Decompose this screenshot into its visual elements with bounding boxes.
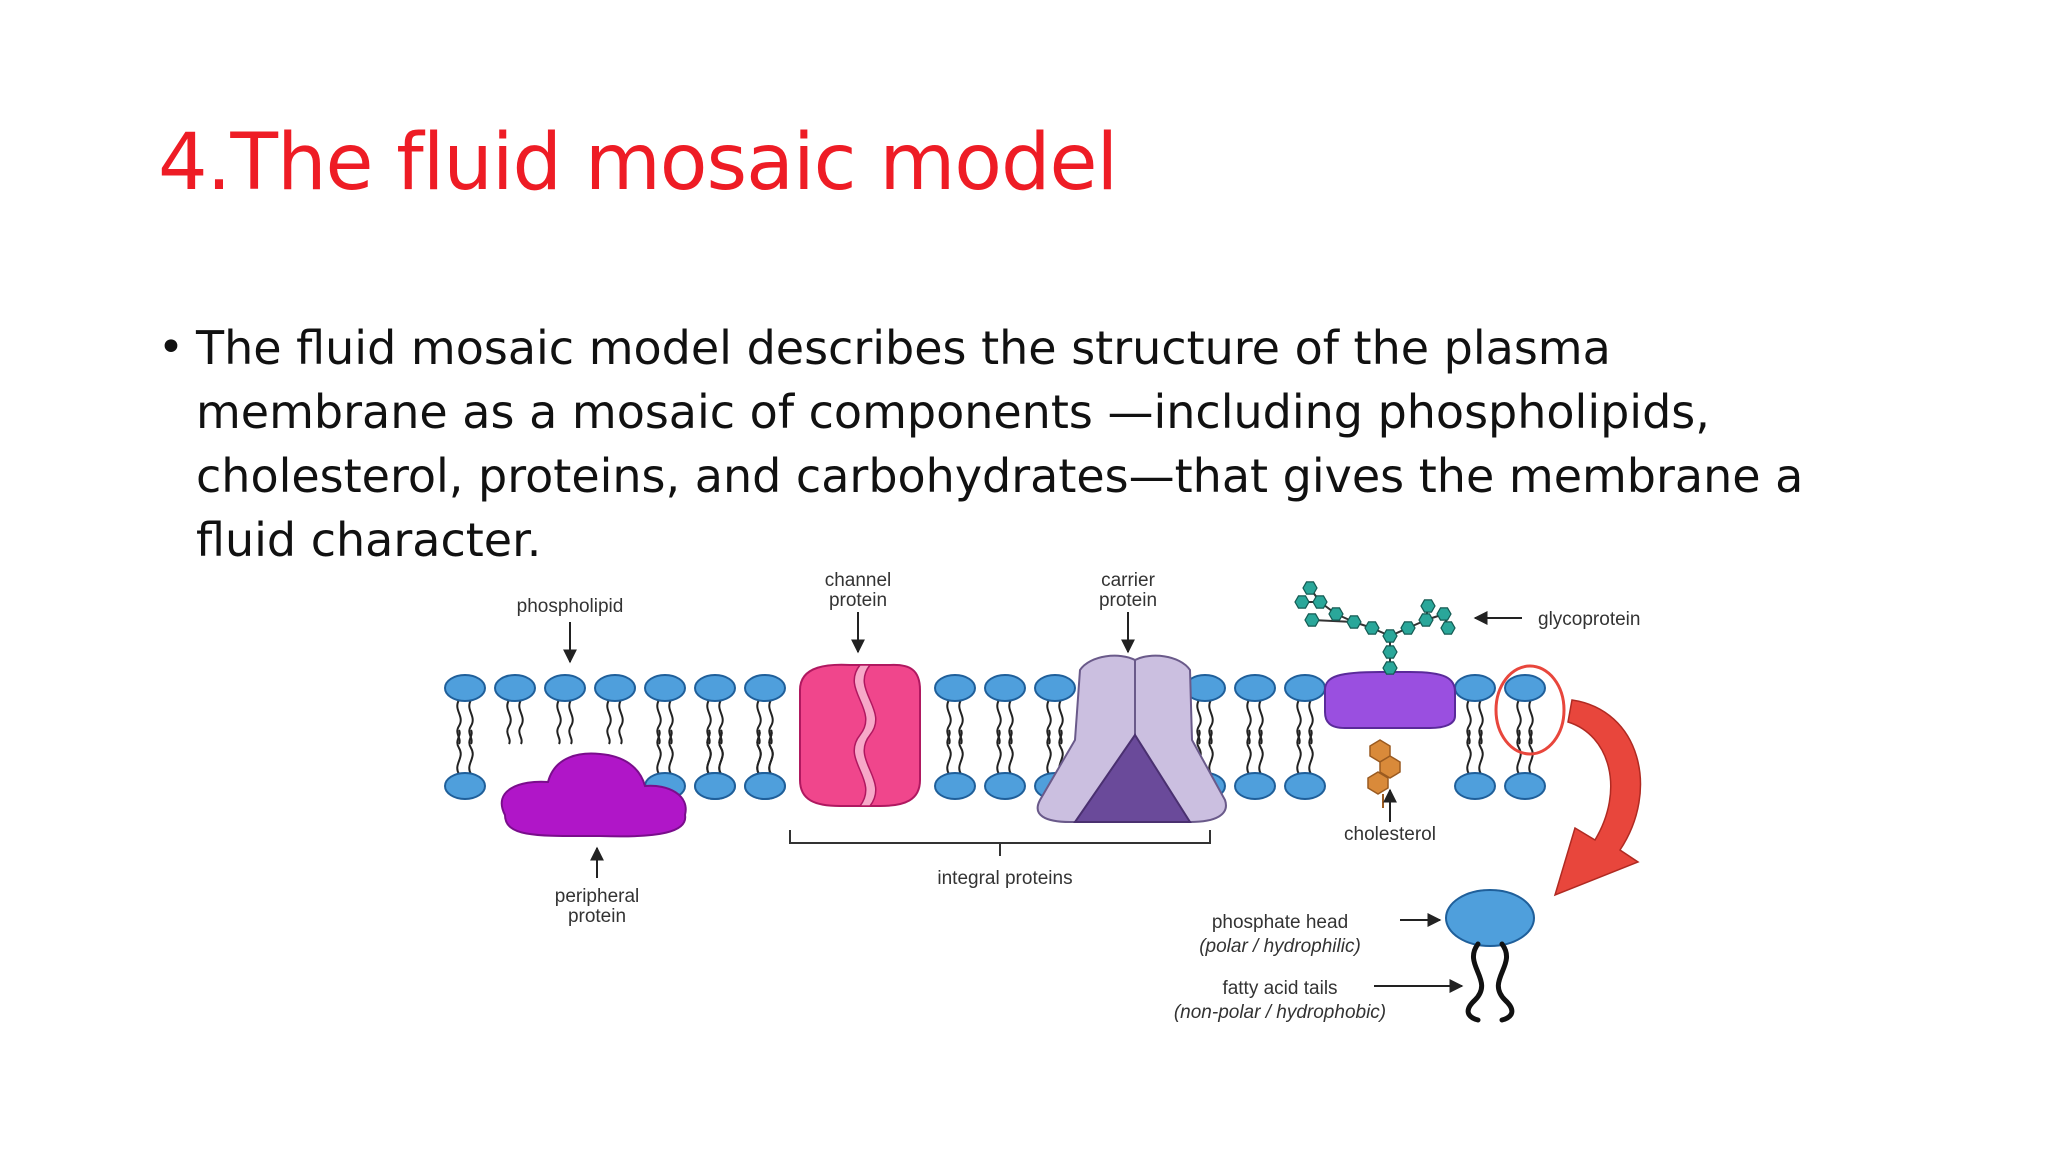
label-phosphate-head-note: (polar / hydrophilic)	[1199, 936, 1361, 957]
label-cholesterol: cholesterol	[1344, 824, 1436, 845]
peripheral-protein	[500, 752, 687, 838]
sugar-unit	[1436, 607, 1452, 621]
bullet-line: The fluid mosaic model describes the str…	[196, 321, 1611, 375]
slide-title: 4.The fluid mosaic model	[158, 118, 1118, 208]
sugar-unit	[1440, 621, 1456, 635]
phospholipid	[494, 674, 536, 745]
sugar-unit	[1418, 613, 1434, 627]
glyco-chain	[1294, 581, 1456, 675]
phospholipid	[1504, 729, 1546, 800]
phospholipid	[984, 729, 1026, 800]
highlight-circle	[1494, 664, 1566, 756]
phospholipid	[694, 729, 736, 800]
bullet-text: The fluid mosaic model describes the str…	[196, 316, 1918, 564]
label-peripheral-protein: protein	[568, 906, 626, 927]
phospholipid	[1504, 674, 1546, 745]
phospholipid	[1454, 729, 1496, 800]
phospholipid	[934, 729, 976, 800]
sugar-unit	[1382, 645, 1398, 659]
sugar-unit	[1304, 613, 1320, 627]
label-phospholipid: phospholipid	[517, 596, 624, 617]
glycoprotein	[1294, 581, 1456, 729]
label-glycoprotein: glycoprotein	[1538, 609, 1640, 630]
phospholipid	[744, 729, 786, 800]
channel-protein	[799, 663, 921, 807]
phospholipid	[544, 674, 586, 745]
phospholipid	[444, 674, 486, 745]
cholesterol-molecule	[1367, 739, 1401, 808]
label-fatty-acid-tails-note: (non-polar / hydrophobic)	[1174, 1002, 1386, 1023]
phospholipid	[1234, 729, 1276, 800]
phospholipid	[1284, 729, 1326, 800]
label-channel-protein: protein	[829, 590, 887, 611]
bullet-line: cholesterol, proteins, and carbohydrates…	[196, 449, 1804, 503]
sugar-unit	[1328, 607, 1344, 621]
label-channel-protein: channel	[825, 570, 892, 591]
label-phosphate-head: phosphate head	[1212, 912, 1348, 933]
sugar-unit	[1382, 629, 1398, 643]
bullet-line: fluid character.	[196, 513, 542, 564]
label-carrier-protein: carrier	[1101, 570, 1156, 591]
phospholipid	[644, 674, 686, 745]
phospholipid	[744, 674, 786, 745]
phospholipid	[1034, 674, 1076, 745]
sugar-unit	[1294, 595, 1310, 609]
integral-bracket	[789, 830, 1211, 856]
label-carrier-protein: protein	[1099, 590, 1157, 611]
sugar-unit	[1346, 615, 1362, 629]
highlight-arrow	[1553, 699, 1642, 897]
sugar-unit	[1302, 581, 1318, 595]
phospholipid-bilayer	[444, 674, 1546, 800]
phospholipid	[594, 674, 636, 745]
sugar-unit	[1312, 595, 1328, 609]
sugar-unit	[1364, 621, 1380, 635]
label-fatty-acid-tails: fatty acid tails	[1222, 978, 1337, 999]
sugar-unit	[1420, 599, 1436, 613]
bullet-point: • The fluid mosaic model describes the s…	[158, 316, 1918, 564]
carrier-protein	[1036, 654, 1227, 823]
sugar-unit	[1400, 621, 1416, 635]
bullet-marker: •	[158, 322, 184, 373]
phospholipid	[1184, 674, 1226, 745]
phospholipid	[694, 674, 736, 745]
sugar-unit	[1382, 661, 1398, 675]
phospholipid	[1234, 674, 1276, 745]
label-integral-proteins: integral proteins	[937, 868, 1072, 889]
phospholipid	[934, 674, 976, 745]
phospholipid	[444, 729, 486, 800]
phospholipid	[984, 674, 1026, 745]
label-peripheral-protein: peripheral	[555, 886, 640, 907]
phospholipid	[1284, 674, 1326, 745]
bullet-line: membrane as a mosaic of components —incl…	[196, 385, 1710, 439]
detail-phospholipid	[1445, 889, 1535, 1023]
